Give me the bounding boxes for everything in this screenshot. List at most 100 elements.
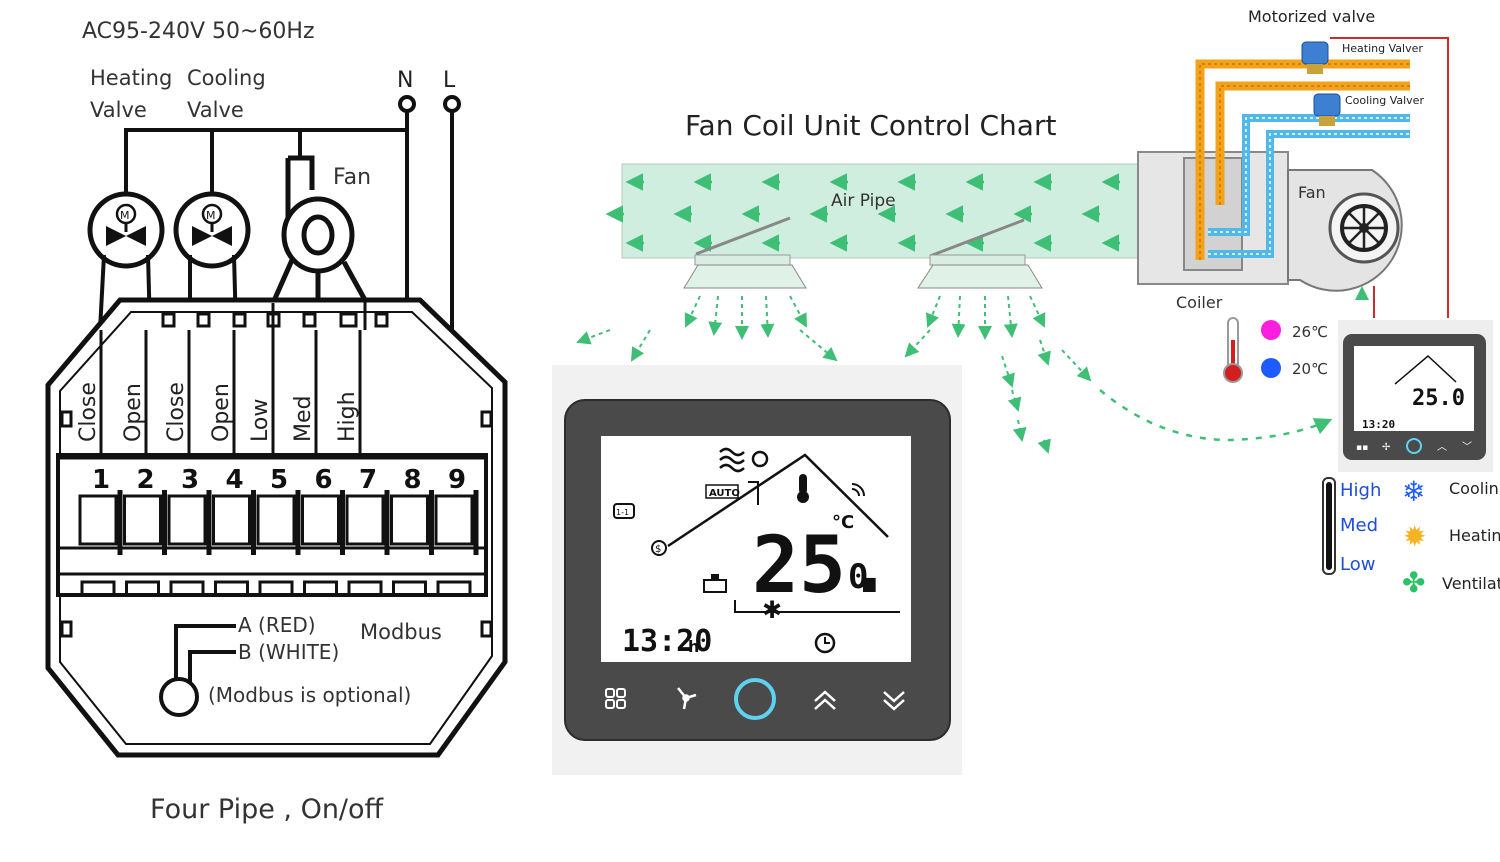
supply-arrow [1029, 295, 1046, 328]
economy-icon: $ [651, 540, 667, 556]
signal-wires [1330, 37, 1449, 318]
temp-low-label: 20℃ [1292, 360, 1328, 378]
terminal-number-6: 6 [315, 465, 333, 495]
heating-valve-label: Heating [90, 66, 172, 90]
mode-legend: ❄ ✹ ✤ Coolin Heatin Ventilat [1402, 475, 1500, 599]
fan-unit-label: Fan [1298, 183, 1326, 202]
auto-badge [705, 484, 739, 499]
heating-pipes [1195, 59, 1410, 260]
terminal-label-7: High [335, 391, 360, 442]
supply-arrow [1012, 419, 1027, 442]
return-air-arrow [1099, 389, 1333, 442]
power-button[interactable] [734, 678, 776, 720]
neutral-terminal [398, 95, 416, 113]
clock-icon [814, 632, 836, 654]
cooling-valve-icon: M [173, 191, 251, 269]
diffuser-right [917, 218, 1043, 289]
terminal-number-1: 1 [92, 465, 110, 495]
heating-motorized-valve-icon [1301, 41, 1329, 74]
valve-icon-small [703, 574, 727, 593]
modbus-a-label: A (RED) [238, 613, 316, 637]
chart-title: Fan Coil Unit Control Chart [685, 109, 1056, 142]
heating-sun-icon: ✹ [1403, 520, 1426, 553]
house-outline-icon [667, 453, 889, 548]
wiring-panel: AC95-240V 50~60Hz Heating Valve Cooling … [45, 19, 508, 825]
cold-dot [1261, 358, 1281, 378]
wifi-icon [851, 483, 865, 497]
mini-down-icon: ﹀ [1462, 441, 1472, 453]
menu-button[interactable] [605, 688, 626, 709]
supply-arrow [1001, 355, 1015, 388]
mini-power-button[interactable] [1406, 438, 1422, 454]
terminal-number-7: 7 [359, 465, 377, 495]
terminal-label-1: Close [76, 382, 101, 442]
coiler-label: Coiler [1176, 293, 1223, 312]
modbus-note: (Modbus is optional) [208, 683, 411, 707]
supply-arrow [576, 329, 611, 345]
temperature-readout: 25. [752, 521, 893, 611]
ventilation-fan-icon: ✤ [1402, 566, 1425, 599]
terminal-label-5: Low [248, 399, 273, 442]
thermometer-icon-small [797, 474, 809, 503]
modbus-label: Modbus [360, 620, 442, 644]
terminal-label-3: Close [164, 382, 189, 442]
terminal-label-strip: Close Open Close Open Low Med High [76, 300, 367, 455]
terminal-label-4: Open [209, 383, 234, 442]
mini-thermostat: 25.0 13:20 ▪▪ ✢ ︿ ﹀ [1338, 320, 1493, 472]
terminal-label-6: Med [291, 396, 316, 442]
thermostat-device: AUTO 1-1 $ 25. 0 °C ✱ 13:20 h [552, 365, 962, 775]
supply-air-arrows [576, 295, 1092, 454]
schedule-icon: 1-1 [613, 503, 635, 519]
supply-arrow [630, 329, 651, 362]
terminal-screw-6 [301, 494, 340, 546]
terminal-number-8: 8 [404, 465, 422, 495]
live-terminal [443, 95, 461, 113]
fan-label: Fan [333, 165, 371, 190]
blower-fan [1287, 169, 1403, 292]
live-label: L [443, 68, 456, 93]
terminal-screw-7 [345, 494, 385, 546]
up-button[interactable] [814, 690, 836, 710]
hot-dot [1261, 320, 1281, 340]
terminal-label-2: Open [121, 383, 146, 442]
terminal-screw-8 [390, 494, 429, 546]
down-button[interactable] [883, 691, 905, 711]
supply-arrow [925, 295, 941, 328]
temperature-decimal: 0 [848, 557, 868, 597]
fan-coil-chart: Fan Coil Unit Control Chart Air Pipe Coi… [576, 7, 1449, 454]
terminal-number-9: 9 [448, 465, 466, 495]
fan-speed-icon [719, 447, 769, 473]
mini-up-icon: ︿ [1437, 442, 1447, 453]
supply-arrow [789, 295, 807, 328]
airflow-arrows [605, 173, 1120, 252]
auto-badge-text: AUTO [709, 488, 740, 499]
supply-arrow [1007, 389, 1022, 412]
speed-legend: High Med Low [1322, 477, 1381, 575]
terminal-screw-5 [256, 494, 296, 546]
diagram-caption: Four Pipe , On/off [150, 794, 385, 825]
mode-heating-label: Heatin [1449, 526, 1500, 545]
cooling-valve-label: Cooling [187, 66, 266, 90]
cooling-snowflake-icon: ❄ [1402, 475, 1425, 508]
speed-med-label: Med [1340, 515, 1378, 536]
cooling-motorized-valve-icon [1313, 93, 1341, 126]
mini-fan-icon: ✢ [1382, 442, 1390, 453]
terminal-screw-4 [212, 494, 251, 546]
supply-arrow [684, 295, 701, 328]
modbus-b-label: B (WHITE) [238, 640, 339, 664]
supply-arrow [1003, 295, 1018, 338]
supply-arrow [1037, 438, 1051, 454]
air-pipe-label: Air Pipe [831, 191, 896, 211]
heating-valve-label-2: Valve [90, 98, 147, 122]
terminal-number-5: 5 [270, 465, 288, 495]
time-readout: 13:20 [622, 624, 712, 659]
cooling-valve-tag: Cooling Valver [1345, 94, 1424, 107]
thermometer-icon [1223, 317, 1243, 383]
snowflake-icon: ✱ [762, 596, 782, 624]
neutral-label: N [397, 68, 413, 93]
svg-text:1-1: 1-1 [616, 508, 629, 517]
terminal-number-2: 2 [137, 465, 155, 495]
fan-button[interactable] [677, 687, 697, 710]
